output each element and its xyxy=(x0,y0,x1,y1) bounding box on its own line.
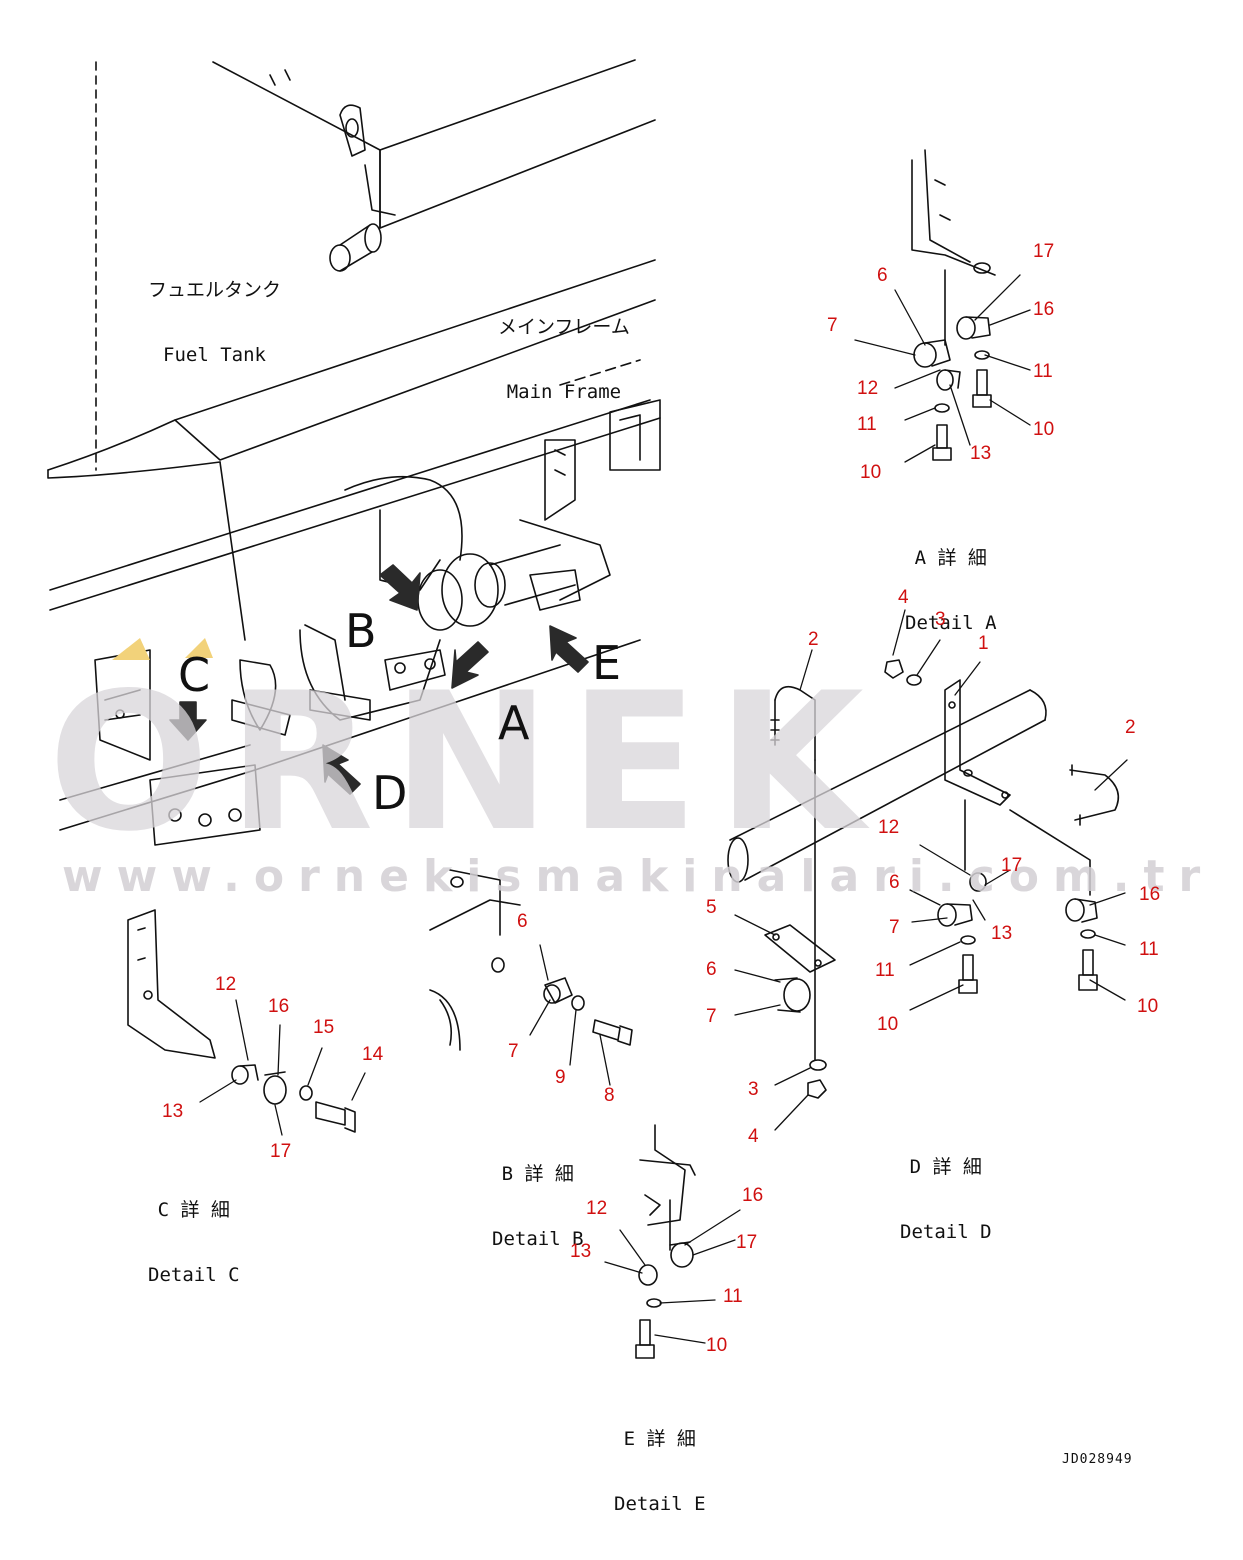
detail-b-caption: B 詳 細 Detail B xyxy=(492,1120,584,1295)
detail-e-caption-en: Detail E xyxy=(614,1493,706,1516)
detail-b-drawing xyxy=(429,869,633,1051)
callout-number: 9 xyxy=(555,1067,566,1088)
view-arrows xyxy=(169,564,589,795)
callout-number: 17 xyxy=(1033,241,1055,262)
detail-c-drawing xyxy=(127,909,356,1133)
view-arrow-label-c: C xyxy=(178,648,211,702)
callout-number: 16 xyxy=(1139,884,1161,905)
detail-a-drawing xyxy=(911,149,996,461)
detail-b-caption-jp: B 詳 細 xyxy=(501,1162,574,1185)
callout-number: 12 xyxy=(215,974,237,995)
detail-e-caption: E 詳 細 Detail E xyxy=(614,1385,706,1560)
accent-marks xyxy=(112,638,213,660)
callout-number: 11 xyxy=(1033,361,1053,382)
main-frame-label: メインフレーム Main Frame xyxy=(498,273,630,448)
callout-number: 3 xyxy=(935,609,946,630)
callout-number: 2 xyxy=(808,629,819,650)
callout-number: 16 xyxy=(1033,299,1055,320)
callout-number: 2 xyxy=(1125,717,1136,738)
callout-number: 4 xyxy=(898,587,909,608)
main-frame-label-jp: メインフレーム xyxy=(498,315,630,338)
callout-number: 12 xyxy=(857,378,879,399)
callout-number: 8 xyxy=(604,1085,615,1106)
callout-number: 15 xyxy=(313,1017,335,1038)
callout-number: 13 xyxy=(570,1241,592,1262)
fuel-tank-drawing xyxy=(47,59,656,641)
callout-number: 16 xyxy=(268,996,290,1017)
detail-d-caption-jp: D 詳 細 xyxy=(909,1155,982,1178)
callout-number: 10 xyxy=(860,462,882,483)
callout-number: 17 xyxy=(1001,855,1023,876)
detail-e-caption-jp: E 詳 細 xyxy=(623,1427,696,1450)
detail-c-caption: C 詳 細 Detail C xyxy=(148,1156,240,1331)
callout-number: 6 xyxy=(877,265,888,286)
callout-number: 13 xyxy=(970,443,992,464)
detail-d-caption: D 詳 細 Detail D xyxy=(900,1113,992,1288)
detail-e-drawing xyxy=(635,1124,696,1359)
callout-number: 1 xyxy=(978,633,989,654)
callout-number: 7 xyxy=(706,1006,717,1027)
callout-number: 16 xyxy=(742,1185,764,1206)
callout-number: 4 xyxy=(748,1126,759,1147)
callout-number: 17 xyxy=(736,1232,758,1253)
callout-number: 3 xyxy=(748,1079,759,1100)
fuel-tank-label-en: Fuel Tank xyxy=(163,344,266,367)
view-arrow-label-d: D xyxy=(372,766,408,820)
callout-number: 6 xyxy=(889,872,900,893)
callout-number: 7 xyxy=(508,1041,519,1062)
callout-number: 7 xyxy=(889,917,900,938)
callout-number: 6 xyxy=(517,911,528,932)
detail-d-caption-en: Detail D xyxy=(900,1221,992,1244)
callout-number: 13 xyxy=(991,923,1013,944)
leader-lines xyxy=(199,274,1128,1344)
watermark-url: www.ornekismakinalari.com.tr xyxy=(62,851,1215,902)
callout-number: 17 xyxy=(270,1141,292,1162)
detail-a-caption: A 詳 細 Detail A xyxy=(905,504,997,679)
callout-number: 11 xyxy=(723,1286,743,1307)
document-id: JD028949 xyxy=(1062,1452,1133,1467)
view-arrow-label-a: A xyxy=(498,696,530,750)
callout-number: 6 xyxy=(706,959,717,980)
callout-number: 14 xyxy=(362,1044,384,1065)
main-frame-label-en: Main Frame xyxy=(506,381,622,404)
callout-number: 5 xyxy=(706,897,717,918)
callout-number: 11 xyxy=(1139,939,1159,960)
fuel-tank-label-jp: フュエルタンク xyxy=(148,278,282,301)
detail-c-caption-en: Detail C xyxy=(148,1264,240,1287)
callout-number: 12 xyxy=(586,1198,608,1219)
callout-number: 13 xyxy=(162,1101,184,1122)
callout-number: 11 xyxy=(857,414,877,435)
detail-b-caption-en: Detail B xyxy=(492,1228,584,1251)
callout-number: 11 xyxy=(875,960,895,981)
detail-a-caption-jp: A 詳 細 xyxy=(914,546,987,569)
callout-number: 10 xyxy=(877,1014,899,1035)
detail-c-caption-jp: C 詳 細 xyxy=(157,1198,230,1221)
callout-number: 7 xyxy=(827,315,838,336)
callout-number: 10 xyxy=(1033,419,1055,440)
detail-d-drawing xyxy=(727,659,1120,1099)
detail-a-caption-en: Detail A xyxy=(905,612,997,635)
view-arrow-label-e: E xyxy=(592,636,622,690)
view-arrow-label-b: B xyxy=(345,604,377,658)
callout-number: 12 xyxy=(878,817,900,838)
fuel-tank-label: フュエルタンク Fuel Tank xyxy=(148,236,281,411)
callout-number: 10 xyxy=(1137,996,1159,1017)
callout-number: 10 xyxy=(706,1335,728,1356)
watermark-brand: ORNEK xyxy=(48,652,882,873)
